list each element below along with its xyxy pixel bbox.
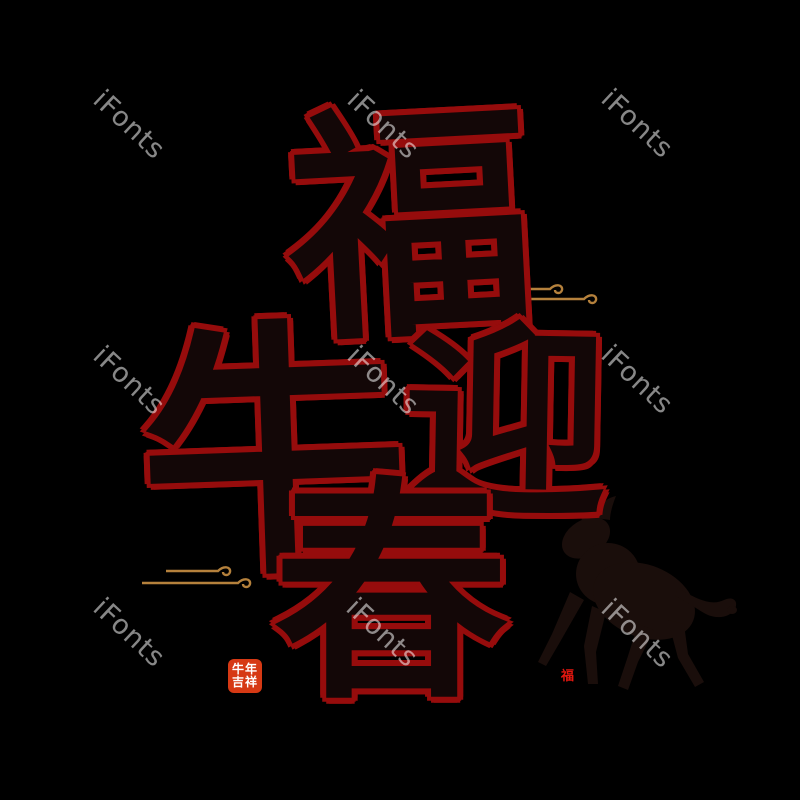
auspicious-cloud-icon-right — [498, 284, 598, 305]
auspicious-cloud-icon-left — [142, 566, 252, 589]
seal-text-line2: 吉祥 — [231, 675, 258, 689]
red-seal-stamp: 牛年 吉祥 — [228, 659, 262, 693]
calligraphy-char-chun: 春 — [273, 458, 509, 732]
mini-red-stamp: 福 — [561, 669, 575, 684]
ox-silhouette-icon — [538, 496, 737, 690]
seal-text-line1: 牛年 — [231, 662, 258, 676]
